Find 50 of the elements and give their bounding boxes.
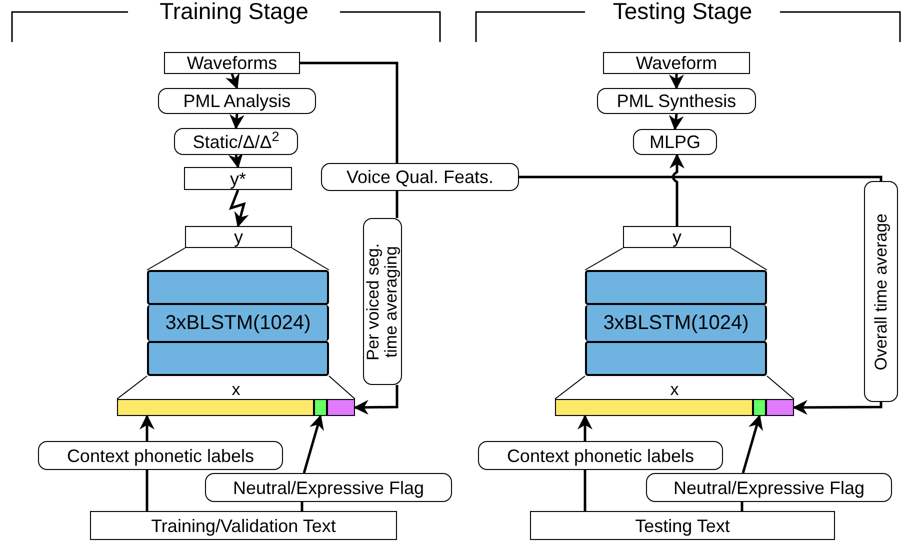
process-box: Waveform	[603, 52, 750, 74]
rounded-box: Overall time average	[864, 181, 898, 402]
blstm-layer-stack: 3xBLSTM(1024)	[585, 270, 767, 376]
connector-line	[396, 191, 398, 218]
connector-line	[519, 176, 882, 181]
vector-segment	[555, 399, 753, 416]
stage-title: Testing Stage	[612, 0, 754, 23]
process-box: Testing Text	[530, 511, 835, 540]
connector-line	[740, 502, 744, 511]
process-box: y	[185, 226, 292, 248]
arrow	[302, 414, 324, 474]
rounded-box: PML Analysis	[158, 88, 316, 114]
connector-line	[300, 62, 398, 163]
arrow	[225, 72, 240, 90]
connector-line	[146, 470, 148, 511]
rounded-box: Context phonetic labels	[478, 441, 723, 470]
vector-segment	[766, 399, 794, 416]
vector-segment	[327, 399, 355, 416]
blstm-layer-stack: 3xBLSTM(1024)	[147, 270, 329, 376]
arrow	[668, 114, 684, 130]
vector-segment	[753, 399, 766, 416]
rounded-box: Per voiced seg. time averaging	[363, 218, 402, 385]
connector-line	[584, 470, 586, 511]
rounded-box: MLPG	[633, 129, 717, 155]
arrow	[670, 154, 684, 226]
rounded-box: Neutral/Expressive Flag	[205, 473, 452, 502]
arrow	[354, 385, 398, 415]
arrow	[140, 414, 154, 441]
arrow	[669, 74, 684, 90]
vector-label: x	[670, 380, 679, 398]
rounded-box: PML Synthesis	[597, 88, 756, 114]
rounded-box: Voice Qual. Feats.	[321, 163, 519, 191]
process-box: y	[623, 226, 731, 248]
arrow	[228, 152, 244, 168]
rounded-box: Static/Δ/Δ$^{2}$	[174, 128, 298, 155]
process-box: Waveforms	[164, 52, 300, 74]
arrow	[792, 400, 882, 415]
rounded-box: Neutral/Expressive Flag	[646, 473, 892, 502]
arrow	[229, 114, 244, 130]
arrow	[742, 414, 763, 474]
stage-title: Training Stage	[158, 0, 310, 23]
connector-line	[300, 502, 304, 511]
process-box: y*	[184, 167, 292, 190]
vector-segment	[314, 399, 327, 416]
vector-segment	[117, 399, 314, 416]
process-box: Training/Validation Text	[90, 511, 397, 540]
arrow	[228, 190, 249, 228]
rounded-box: Context phonetic labels	[38, 441, 283, 470]
arrow	[578, 414, 592, 441]
vector-label: x	[232, 380, 240, 398]
